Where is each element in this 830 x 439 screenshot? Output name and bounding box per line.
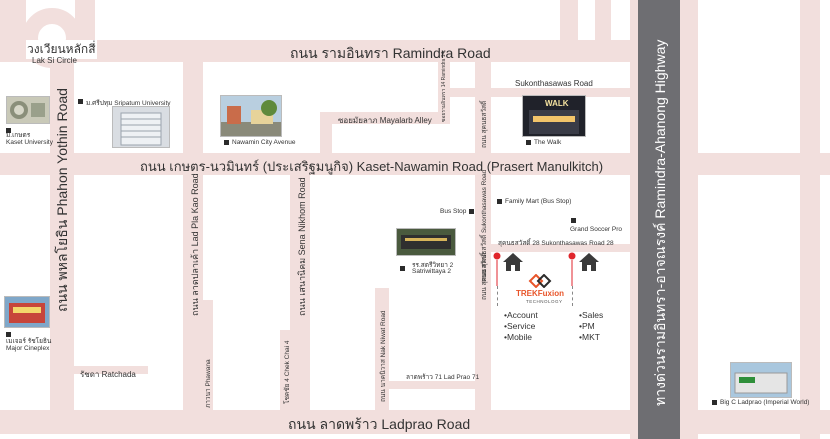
the-walk-photo: WALK [522, 95, 586, 137]
nak-niwat-label: ถนน นาคนิวาส Nak Niwat Road [380, 310, 387, 402]
company-tagline: TECHNOLOGY [526, 299, 563, 304]
sukonthasawas-v1-label: ถนน สุคนธสวัสดิ์ [481, 100, 488, 148]
sukonthasawas-road-top [440, 88, 638, 97]
phahon-yothin-label: ถนน พหลโยธิน Phahon Yothin Road [54, 88, 70, 312]
chek-chai-4-label: โชคชัย 4 Chek Chai 4 [284, 340, 291, 404]
kaset-nawamin-road-label: ถนน เกษตร-นวมินทร์ (ประเสริฐมนูกิจ) Kase… [140, 159, 604, 174]
kaset-nawamin-road [0, 153, 700, 175]
highway-shoulder-left [630, 0, 638, 439]
chek-chai-4-road [280, 330, 290, 410]
nawamin-city-label: Nawamin City Avenue [232, 139, 296, 146]
kaset-university-marker [6, 128, 11, 133]
connector-right [572, 286, 573, 306]
phahon-yothin-road [50, 62, 74, 410]
home-icon-left [503, 253, 523, 271]
ramindra-road-label: ถนน รามอินทรา Ramindra Road [290, 45, 491, 61]
ramindra14-link [320, 124, 332, 153]
bus-stop-marker [469, 209, 474, 214]
sena-nikhom-road [290, 175, 310, 410]
ratchada-road [72, 366, 148, 374]
lak-si-thai-label: วงเวียนหลักสี่ [26, 40, 97, 59]
ladprao-71-road [375, 381, 475, 389]
major-cineplex-en: Major Cineplex [6, 345, 50, 352]
sukonthasawas-28-label: สุคนธสวัสดิ์ 28 Sukonthasawas Road 28 [498, 240, 614, 247]
location-pin-right [568, 252, 576, 286]
sukonthasawas-28 [490, 244, 638, 252]
left-department-list: Account Service Mobile [504, 310, 538, 343]
sukonthasawas-v1 [475, 62, 491, 153]
family-mart-label: Family Mart (Bus Stop) [505, 198, 572, 205]
trekfuxion-logo-icon [528, 274, 552, 288]
kaset-university-en: Kaset University [6, 139, 53, 146]
ladprao-road-label: ถนน ลาดพร้าว Ladprao Road [288, 416, 471, 432]
company-logo: TREKFuxion TECHNOLOGY [515, 274, 565, 308]
right-cross-road [690, 153, 830, 175]
sukonthasawas-v3-label: ถนน สุคนธสวัสดิ์ [481, 252, 488, 300]
school-thai-label: รร.สตรีวิทยา 2 [412, 262, 454, 269]
lak-si-en-label: Lak Si Circle [32, 56, 77, 65]
nak-niwat-road [375, 288, 389, 410]
school-en-label: Satriwittaya 2 [412, 268, 452, 275]
sripatum-photo [112, 106, 170, 148]
dept-account: Account [504, 310, 538, 321]
highway-road [638, 0, 680, 439]
top-short-road-3 [560, 0, 578, 40]
big-c-photo [730, 362, 792, 398]
kaset-university-thai: ม.เกษตร [6, 132, 31, 139]
soccer-marker [571, 218, 576, 223]
right-department-list: Sales PM MKT [579, 310, 603, 343]
dept-sales: Sales [579, 310, 603, 321]
connector-left [497, 286, 498, 306]
the-walk-marker [526, 140, 531, 145]
sukonthasawas-v2 [475, 175, 491, 410]
school-photo [396, 228, 456, 256]
lad-pla-kao-road [183, 62, 203, 410]
major-cineplex-marker [6, 332, 11, 337]
phawana-label: ภาวนา Phawana [205, 359, 212, 408]
home-icon-right [579, 253, 599, 271]
big-c-marker [712, 400, 717, 405]
highway-shoulder-right [680, 0, 688, 439]
mayalarb-alley-label: ซอยมัยลาภ Mayalarb Alley [338, 116, 432, 125]
dept-mobile: Mobile [504, 332, 538, 343]
dept-service: Service [504, 321, 538, 332]
nawamin-city-photo [220, 95, 282, 137]
sripatum-marker [78, 99, 83, 104]
phawana-road [203, 300, 213, 410]
sripatum-label: ม.ศรีปทุม Sripatum University [86, 100, 171, 107]
the-walk-label: The Walk [534, 139, 562, 146]
ramindra-14-label: ซอยรามอินทรา 14 Ramindra 14 [441, 51, 447, 122]
major-cineplex-photo [4, 296, 50, 328]
major-cineplex-thai: เมเจอร์ รัชโยธิน [6, 338, 52, 345]
bus-stop-label: Bus Stop [440, 208, 467, 215]
the-walk-sign: WALK [545, 99, 569, 108]
top-short-road-1 [0, 0, 26, 40]
top-short-road-4 [595, 0, 611, 40]
kaset-university-photo [6, 96, 50, 124]
ramindra-road [0, 40, 638, 62]
location-pin-left [493, 252, 501, 286]
lad-pla-kao-label: ถนน ลาดปลาเค้า Lad Pla Kao Road [190, 173, 200, 316]
soccer-label: Grand Soccer Pro [570, 226, 623, 233]
sukonthasawas-top-label: Sukonthasawas Road [515, 79, 593, 88]
dept-pm: PM [579, 321, 603, 332]
right-stub-road-2 [800, 0, 820, 439]
ladprao-71-label: ลาดพร้าว 71 Lad Prao 71 [406, 374, 480, 381]
big-c-label: Big C Ladprao (Imperial World) [720, 399, 810, 406]
sena-nikhom-label: ถนน เสนานิคม Sena Nikhom Road [297, 177, 307, 316]
company-name: TREKFuxion [516, 289, 564, 298]
ramindra-14-road [438, 62, 450, 124]
ratchada-label: รัชดา Ratchada [80, 370, 136, 379]
family-mart-marker [497, 199, 502, 204]
dept-mkt: MKT [579, 332, 603, 343]
school-marker [400, 266, 405, 271]
nawamin-city-marker [224, 140, 229, 145]
highway-label: ทางด่วนรามอินทรา-อาจณรงค์ Ramindra-Ahano… [652, 39, 668, 406]
mayalarb-alley [320, 112, 438, 124]
